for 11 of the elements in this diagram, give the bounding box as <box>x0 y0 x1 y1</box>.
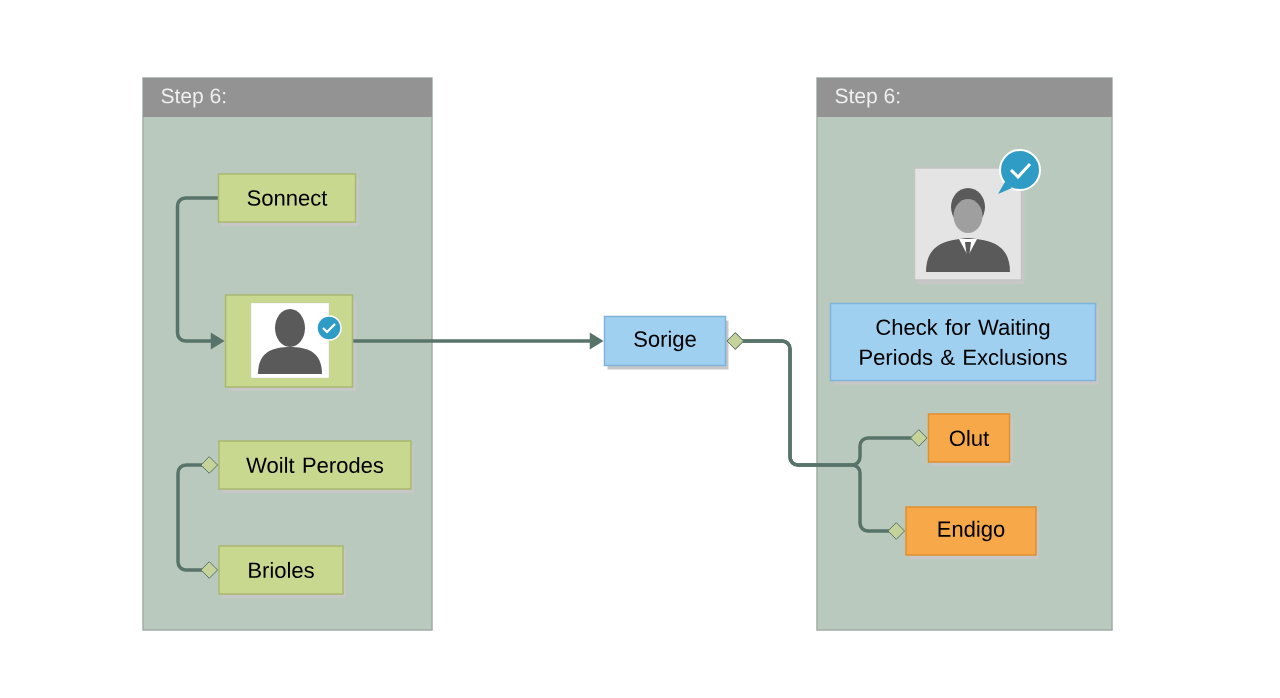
process-box: Endigo <box>905 506 1039 559</box>
process-box: Olut <box>927 413 1013 466</box>
process-box: Sorige <box>603 315 729 370</box>
connector <box>726 332 928 467</box>
connector <box>176 456 219 579</box>
process-box: Woilt Perodes <box>218 440 414 493</box>
avatar-box <box>913 149 1041 284</box>
process-box: Brioles <box>218 545 346 598</box>
process-box: Sonnect <box>217 173 359 226</box>
process-box: Check for Waiting Periods & Exclusions <box>829 302 1099 385</box>
avatar-box <box>224 294 356 391</box>
